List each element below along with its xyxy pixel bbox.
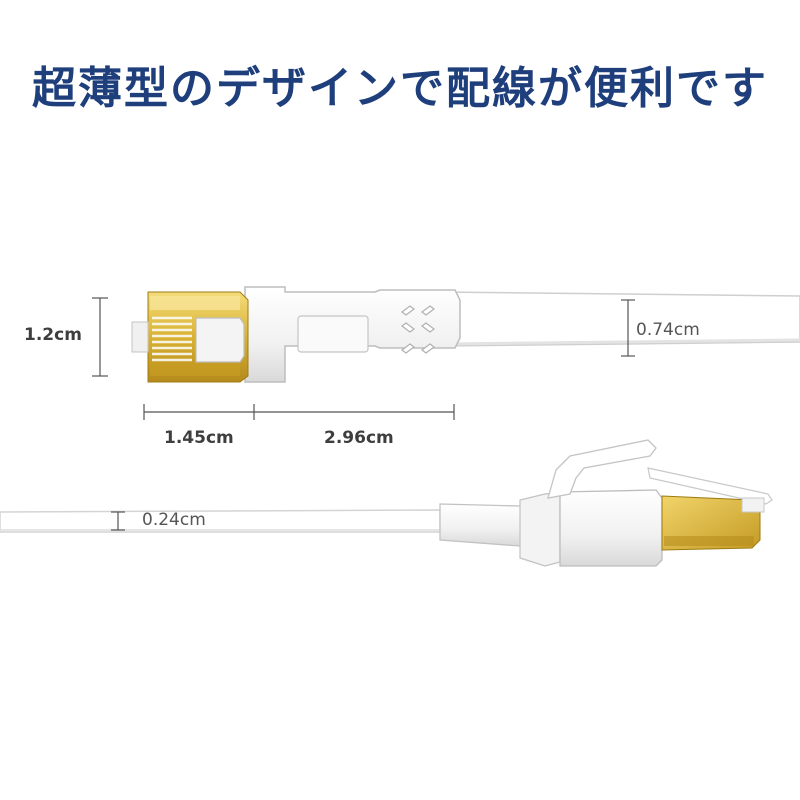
cable-width-label: 0.74cm xyxy=(636,320,700,340)
headline: 超薄型のデザインで配線が便利です xyxy=(32,63,768,114)
side-connector-plug xyxy=(661,495,765,551)
top-view-cable xyxy=(131,286,800,383)
dimension-lines-top xyxy=(92,297,635,420)
top-connector-boot xyxy=(244,286,461,383)
dimension-lines-side xyxy=(111,511,125,531)
side-view-cable xyxy=(0,439,773,567)
top-connector-plug xyxy=(131,291,249,383)
plug-length-label: 1.45cm xyxy=(164,428,234,448)
connector-height-label: 1.2cm xyxy=(24,325,82,345)
boot-length-label: 2.96cm xyxy=(324,428,394,448)
cable-thickness-label: 0.24cm xyxy=(142,510,206,530)
vent-slots xyxy=(401,305,435,354)
